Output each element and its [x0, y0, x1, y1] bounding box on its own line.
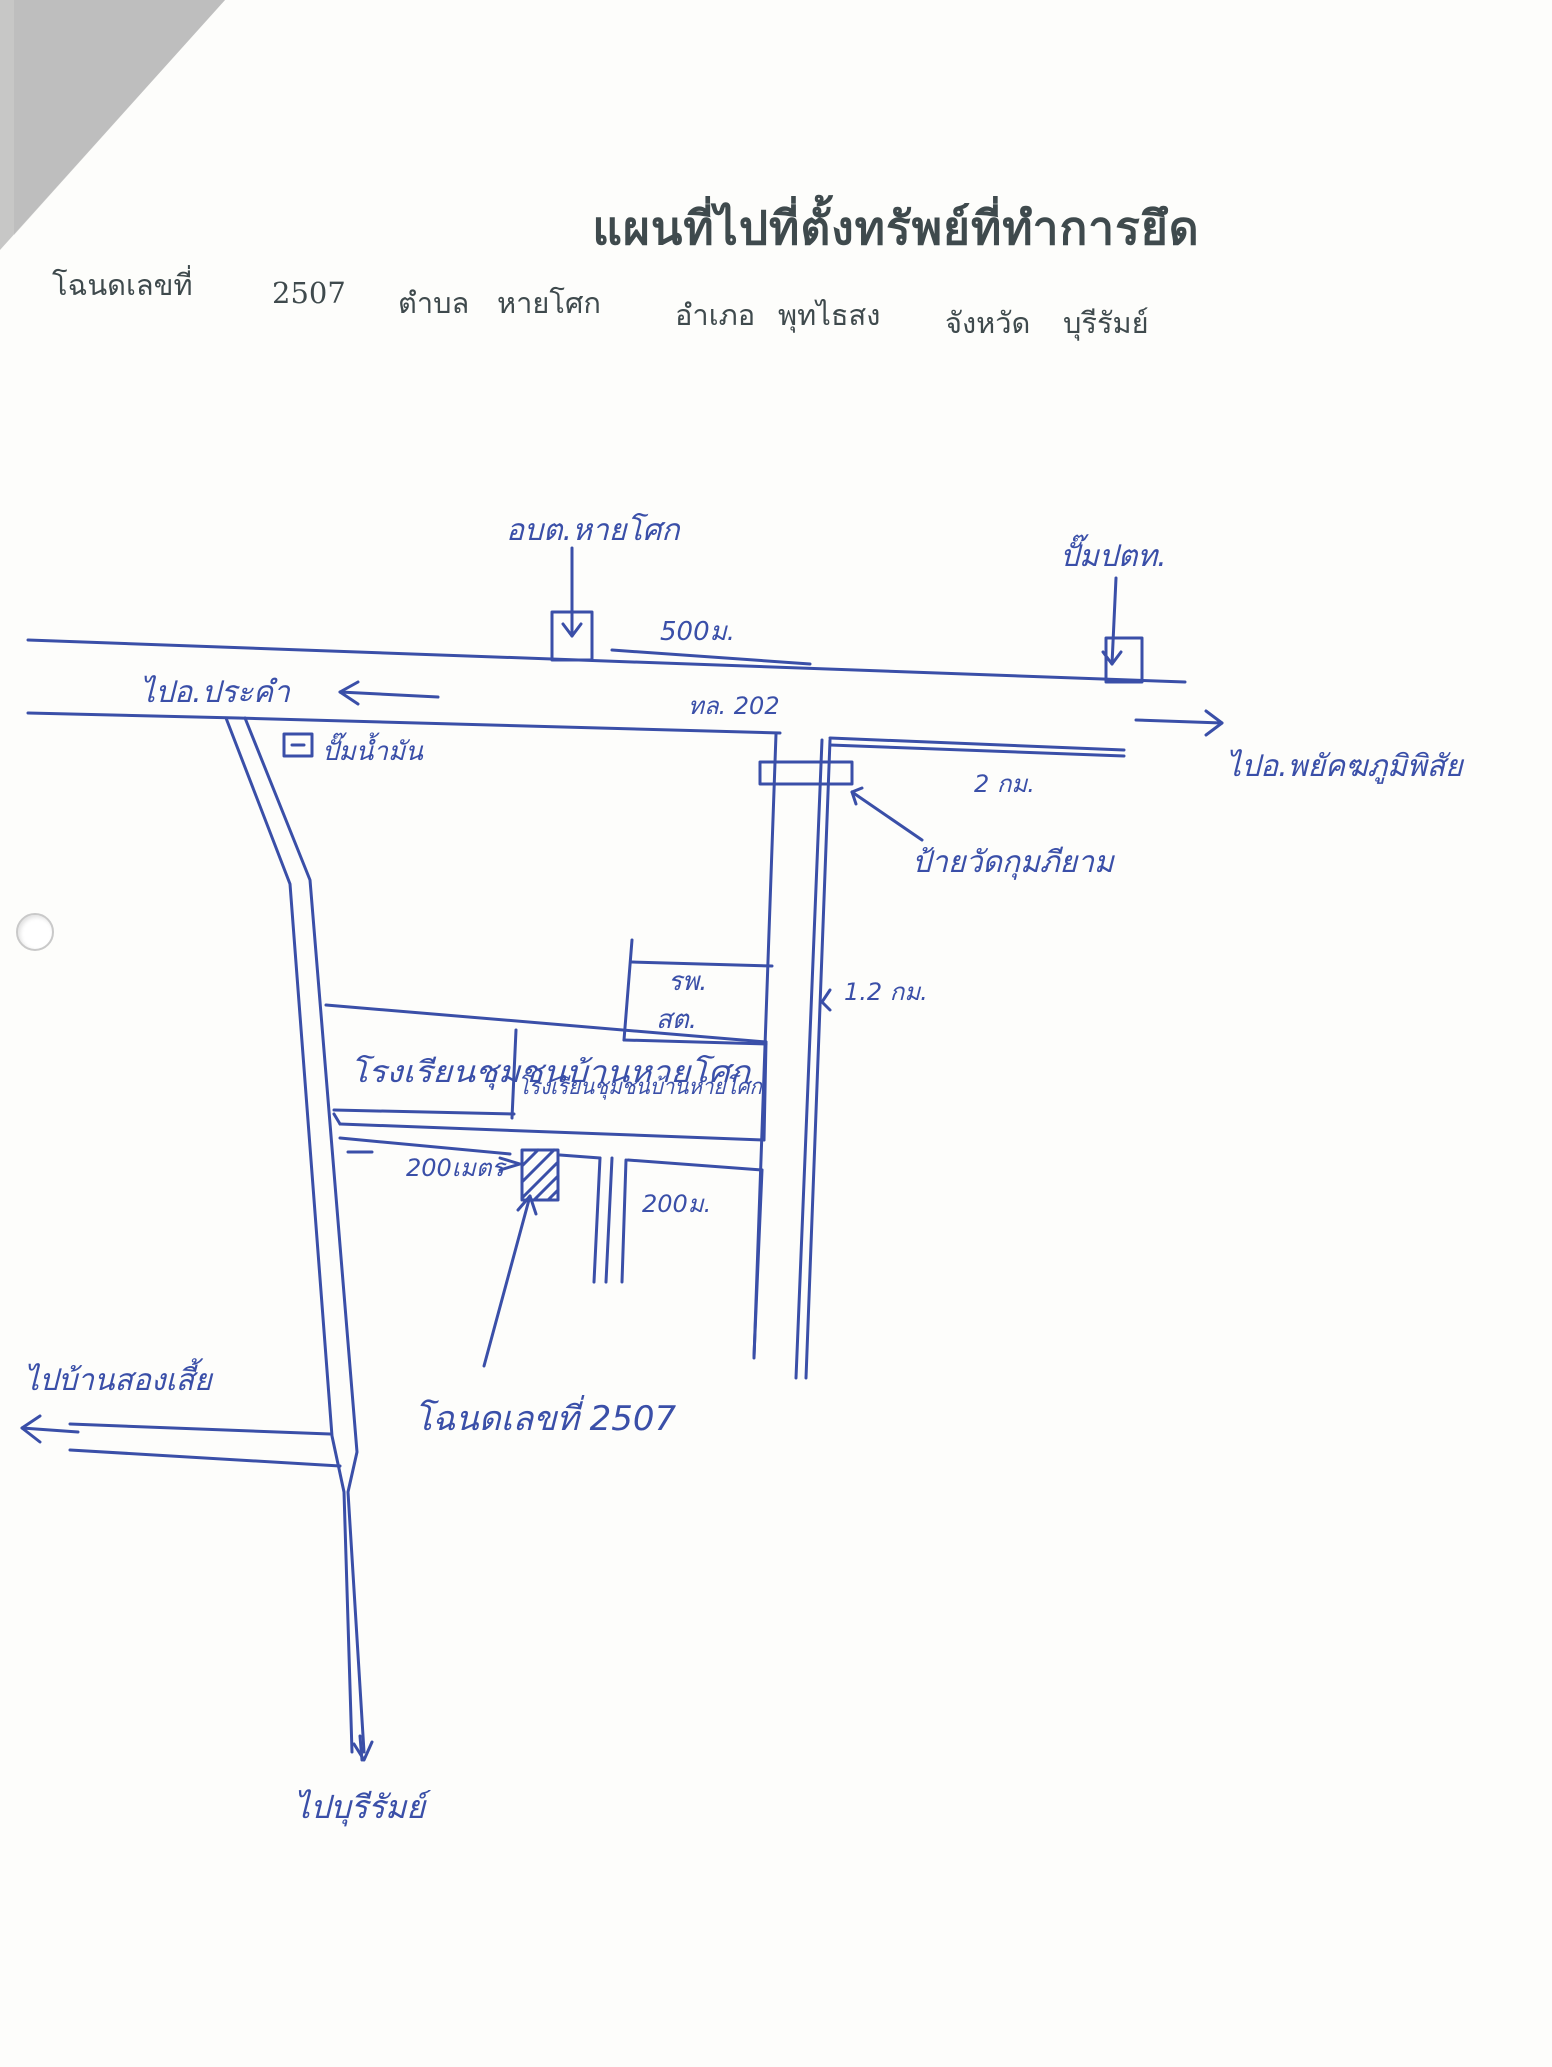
district-label: อำเภอ — [675, 298, 756, 332]
distance-1-2km-label: 1.2 กม. — [844, 978, 928, 1006]
hatched-plot-icon — [520, 1148, 560, 1202]
lower-side-roads — [338, 1136, 764, 1358]
province-name: บุรีรัมย์ — [1063, 306, 1149, 340]
highway-202 — [26, 638, 1187, 758]
deed-label: โฉนดเลขที่ — [52, 268, 193, 302]
to-plaeng-label: ไปบ้านสองเสี้ย — [24, 1358, 214, 1398]
small-pump-label: ปั๊มน้ำมัน — [322, 732, 424, 767]
distance-2km-label: 2 กม. — [974, 770, 1035, 798]
folded-corner — [0, 0, 225, 250]
highway-label: ทล. 202 — [688, 692, 780, 720]
distance-200m-left-label: 200เมตร — [406, 1154, 507, 1182]
distance-200m-right-label: 200ม. — [642, 1190, 711, 1218]
district-name: พุทไธสง — [778, 298, 881, 332]
road-south-to-temple — [752, 732, 854, 1380]
to-buriram-label: ไปบุรีรัมย์ — [294, 1788, 431, 1827]
dimension-200m-arrow-icon — [498, 1156, 522, 1172]
hospital-label-line2: สต. — [656, 1005, 697, 1035]
temple-sign-arrow-icon — [850, 786, 924, 842]
arrow-west-icon — [338, 680, 440, 706]
punch-hole-icon — [16, 913, 54, 951]
temple-sign-label: ป้ายวัดกุมภียาม — [912, 845, 1116, 880]
deed-pointer-arrow-icon — [482, 1194, 538, 1368]
road-west-to-plaeng — [20, 1414, 342, 1468]
to-prakhon-label: ไปอ.ประคำ — [140, 675, 291, 710]
arrow-east-icon — [1134, 709, 1224, 737]
school-block — [324, 1003, 768, 1142]
province-label: จังหวัด — [945, 306, 1031, 340]
school-label-right: โรงเรียนชุมชนบ้านหายโศก — [518, 1074, 764, 1100]
distance-500m-tick — [610, 648, 812, 666]
hospital-block — [622, 938, 774, 1046]
school-label-left: โรงเรียนชุมชนบ้านหายโศก — [350, 1054, 752, 1090]
page-title: แผนที่ไปที่ตั้งทรัพย์ที่ทำการยึด — [592, 201, 1200, 255]
subdistrict-label: ตำบล — [398, 286, 470, 320]
fuel-pump-icon — [282, 732, 314, 758]
building-marker-icon — [550, 546, 594, 662]
distance-500m-label: 500ม. — [660, 617, 735, 647]
deed-marker-label: โฉนดเลขที่ 2507 — [414, 1395, 677, 1439]
hospital-label-line1: รพ. — [668, 967, 707, 997]
fuel-pump-marker-icon — [1101, 576, 1144, 684]
deed-number: 2507 — [272, 276, 346, 310]
ptt-pump-label: ปั๊มปตท. — [1060, 534, 1167, 574]
to-phayakkhaphum-label: ไปอ.พยัคฆภูมิพิสัย — [1226, 749, 1465, 784]
sao-label: อบต.หายโศก — [506, 512, 681, 548]
subdistrict-name: หายโศก — [497, 286, 601, 320]
road-south-to-buriram — [224, 716, 374, 1762]
